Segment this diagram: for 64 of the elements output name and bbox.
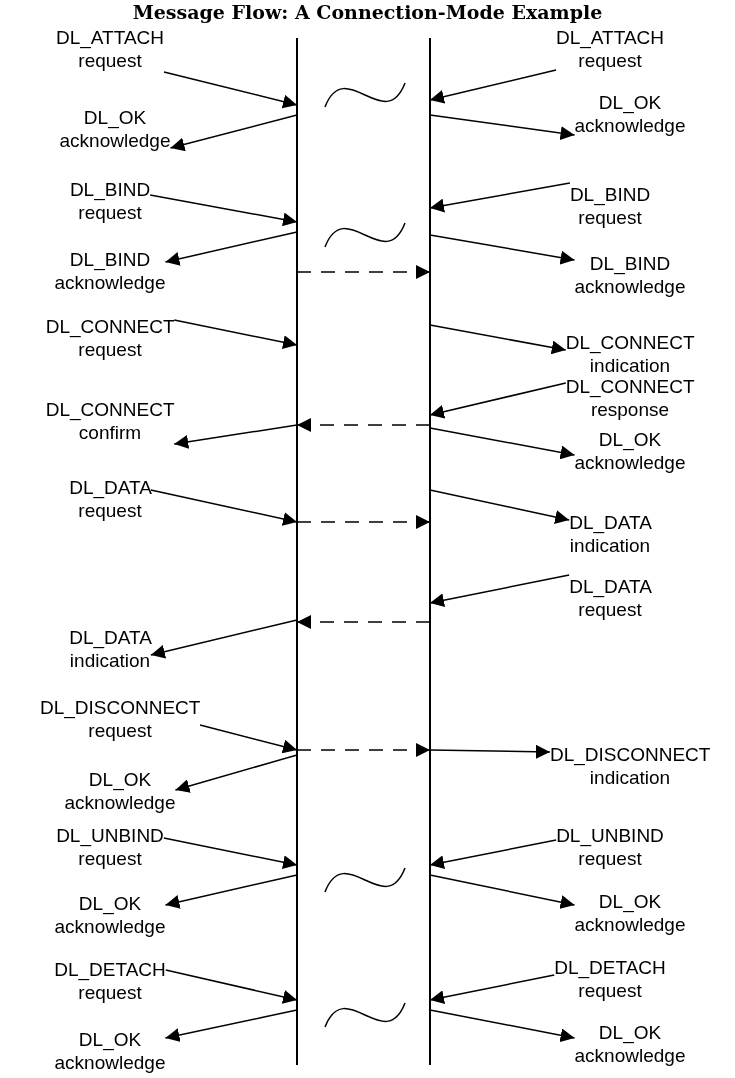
arrow bbox=[429, 234, 576, 265]
arrow bbox=[429, 1009, 576, 1043]
message-label: DL_DETACH request bbox=[54, 958, 166, 1004]
message-label: DL_DATA request bbox=[69, 476, 151, 522]
message-label: DL_BIND request bbox=[569, 183, 651, 229]
arrow bbox=[163, 837, 298, 870]
message-label: DL_CONNECT request bbox=[45, 315, 175, 361]
arrow bbox=[429, 874, 576, 909]
message-label: DL_BIND acknowledge bbox=[574, 252, 686, 298]
message-label: DL_OK acknowledge bbox=[574, 890, 686, 936]
message-label: DL_DISCONNECT request bbox=[39, 696, 201, 742]
arrow bbox=[164, 874, 298, 909]
message-label: DL_BIND acknowledge bbox=[54, 248, 166, 294]
message-label: DL_DISCONNECT indication bbox=[549, 743, 711, 789]
arrow bbox=[164, 1009, 298, 1042]
message-label: DL_OK acknowledge bbox=[574, 428, 686, 474]
arrow bbox=[164, 231, 298, 266]
arrow bbox=[169, 114, 298, 152]
message-label: DL_OK acknowledge bbox=[574, 1021, 686, 1067]
arrow bbox=[429, 69, 557, 104]
arrow bbox=[429, 574, 570, 608]
arrow bbox=[429, 324, 567, 355]
arrow bbox=[429, 182, 571, 213]
message-label: DL_OK acknowledge bbox=[59, 106, 171, 152]
lifeline bbox=[296, 38, 298, 1065]
message-label: DL_CONNECT response bbox=[565, 375, 695, 421]
arrow bbox=[429, 839, 557, 870]
arrow bbox=[165, 969, 298, 1004]
message-label: DL_UNBIND request bbox=[556, 824, 664, 870]
arrow bbox=[149, 194, 298, 227]
arrow bbox=[163, 71, 298, 109]
message-label: DL_UNBIND request bbox=[56, 824, 164, 870]
diagram-title: Message Flow: A Connection-Mode Example bbox=[131, 0, 604, 24]
arrow bbox=[199, 724, 298, 754]
arrow bbox=[296, 615, 431, 629]
message-label: DL_OK acknowledge bbox=[574, 91, 686, 137]
arrow bbox=[173, 424, 298, 449]
arrow bbox=[173, 319, 298, 350]
message-label: DL_OK acknowledge bbox=[64, 768, 176, 814]
arrow bbox=[429, 427, 576, 460]
message-label: DL_OK acknowledge bbox=[54, 892, 166, 938]
arrow bbox=[429, 114, 576, 140]
message-label: DL_CONNECT confirm bbox=[45, 398, 175, 444]
lifeline bbox=[429, 38, 431, 1065]
arrow bbox=[150, 489, 298, 526]
message-label: DL_ATTACH request bbox=[556, 26, 664, 72]
message-label: DL_DATA indication bbox=[569, 511, 651, 557]
message-label: DL_BIND request bbox=[69, 178, 151, 224]
arrow bbox=[150, 619, 298, 659]
arrow bbox=[429, 382, 567, 419]
message-label: DL_OK acknowledge bbox=[54, 1028, 166, 1074]
arrow bbox=[296, 418, 431, 432]
arrow bbox=[429, 974, 555, 1005]
message-label: DL_DETACH request bbox=[554, 956, 666, 1002]
arrow bbox=[174, 754, 298, 793]
message-label: DL_ATTACH request bbox=[56, 26, 164, 72]
arrow bbox=[296, 743, 431, 757]
message-label: DL_CONNECT indication bbox=[565, 331, 695, 377]
arrow bbox=[429, 489, 570, 524]
message-label: DL_DATA request bbox=[569, 575, 651, 621]
arrow bbox=[296, 515, 431, 529]
arrow bbox=[429, 744, 551, 759]
arrow bbox=[296, 265, 431, 279]
message-label: DL_DATA indication bbox=[69, 626, 151, 672]
